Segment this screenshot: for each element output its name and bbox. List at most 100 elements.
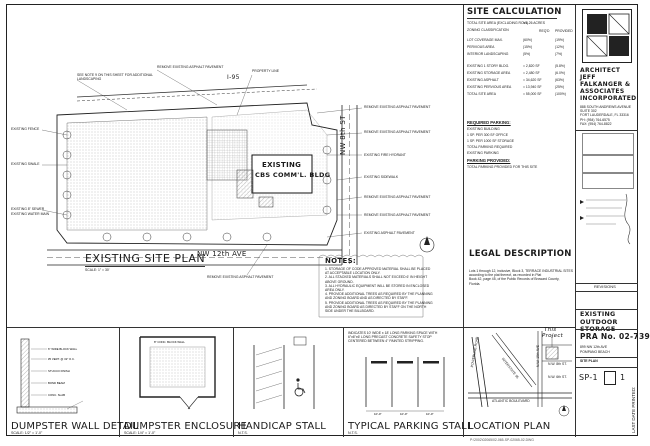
project-site-marker	[545, 346, 559, 360]
note-line: AT ACCEPTABLE LOCATION ONLY.	[325, 271, 381, 276]
site-calc-row: TOTAL SITE AREA= 55,000 SF(100%)	[467, 92, 575, 99]
project-address: 899 NW 12th AVE	[580, 345, 608, 349]
callout-left-2: LANDSCAPING	[77, 77, 102, 81]
site-calc-percent: (5.8%)	[555, 64, 565, 68]
required-parking-row: EXISTING BUILDING	[467, 127, 500, 131]
callout-left-8: PROPERTY LINE	[252, 69, 280, 73]
site-calc-percent: (12%)	[555, 45, 565, 49]
parking-stall-drawing: 10'-0" 10'-0" 10'-0"	[365, 357, 445, 416]
note-line: 5. PROVIDE ADDITIONAL TREES AS REQUIRED …	[325, 300, 433, 305]
legal-line: Lots 1 through 12, inclusive, Block 3, T…	[469, 269, 574, 273]
svg-text:10'-0": 10'-0"	[426, 412, 434, 416]
parking-note: INDICATES 10' WIDE x 18' LONG PARKING SP…	[348, 331, 437, 344]
note-line: 1. STORAGE OF CODE APPROVED MATERIAL SHA…	[325, 267, 431, 271]
callout-left-1: SEE NOTE 9 ON THIS SHEET FOR ADDITIONAL	[77, 73, 153, 77]
site-calc-value: = 13,940 SF	[523, 85, 542, 89]
site-plan-title: EXISTING SITE PLAN	[85, 252, 206, 265]
site-calc-percent: (63%)	[555, 78, 565, 82]
notes-body: 1. STORAGE OF CODE APPROVED MATERIAL SHA…	[325, 267, 433, 313]
site-calc-row: EXISTING STORAGE AREA = 2,480 SF (6.0%)	[467, 71, 575, 78]
address-line: SUITE 302	[580, 109, 597, 114]
site-calc-row: INTERIOR LANDSCAPING (5%) (7%)	[467, 52, 575, 64]
tb-separator	[576, 309, 638, 310]
site-plan-title-underline	[85, 266, 205, 267]
note-line: AND ZONING BOARD AS DIRECTED BY STAFF ON…	[325, 304, 427, 309]
road-nw8th: N.W. 8th ST.	[548, 362, 567, 366]
site-calc-row: EXISTING PERVIOUS AREA= 13,940 SF(25%)	[467, 85, 575, 92]
site-calc-title: SITE CALCULATION	[467, 7, 562, 17]
address-line: FAX: (954) 764-8822	[580, 121, 612, 126]
site-calc-value: = 34,620 SF	[523, 78, 542, 82]
required-parking-title: REQUIRED PARKING:	[467, 120, 511, 125]
site-calculation-panel: SITE CALCULATION REQ'D PROVIDED TOTAL SI…	[467, 7, 573, 247]
callout-right-3: EXISTING FIRE HYDRANT	[364, 153, 406, 157]
handicap-stall-drawing	[253, 336, 315, 409]
detail-handicap-stall: HANDICAP STALL N.T.S.	[234, 327, 343, 437]
svg-text:STUCCO FINISH: STUCCO FINISH	[48, 369, 70, 373]
site-calc-value: (5%)	[523, 52, 531, 56]
svg-text:6" WIDE BLOCK WALL: 6" WIDE BLOCK WALL	[48, 347, 78, 351]
parking-note-line: CENTERED BETWEEN 4" PAINTED STRIPPING.	[348, 339, 424, 344]
tb-separator	[576, 329, 638, 330]
callout-right-5: REMOVE EXISTING ASPHALT PAVEMENT	[364, 195, 431, 199]
tb-separator	[576, 283, 638, 284]
site-calc-percent: (19%)	[555, 38, 565, 42]
note-line: ABOVE GROUND.	[325, 279, 354, 284]
callout-left-6: EXISTING 8" SEWER	[11, 207, 45, 211]
wheelchair-icon	[294, 378, 306, 397]
callout-right-6: REMOVE EXISTING ASPHALT PAVEMENT	[364, 213, 431, 217]
site-calc-row: EXISTING ASPHALT = 34,620 SF (63%)	[467, 78, 575, 85]
site-calc-label: EXISTING 1 STORY BLDG.	[467, 64, 510, 68]
site-calc-rows: TOTAL SITE AREA (EXCLUDING ROW)= 1.26 AC…	[467, 21, 575, 99]
note-line: AND ZONING BOARD AND AS DIRECTED BY STAF…	[325, 296, 409, 301]
svg-text:10'-0": 10'-0"	[400, 412, 408, 416]
svg-text:8" CONC. BLOCK WALL: 8" CONC. BLOCK WALL	[154, 340, 185, 344]
site-calc-row: TOTAL SITE AREA (EXCLUDING ROW)= 1.26 AC…	[467, 21, 575, 28]
required-parking-row: 1 SP. PER 1000 SF STORAGE	[467, 139, 514, 143]
architect-line: JEFF	[580, 74, 596, 81]
svg-text:10'-0": 10'-0"	[374, 412, 382, 416]
callout-left-3: REMOVE EXISTING ASPHALT PAVEMENT	[157, 65, 224, 69]
site-calc-value: = 2,480 SF	[523, 71, 540, 75]
detail-title: DUMPSTER WALL DETAIL	[11, 421, 139, 432]
legal-title: LEGAL DESCRIPTION	[469, 249, 572, 259]
divider-details	[7, 327, 575, 328]
site-calc-label: EXISTING STORAGE AREA	[467, 71, 511, 75]
svg-text:#5 VERT. @ 32" O.C.: #5 VERT. @ 32" O.C.	[48, 357, 75, 361]
project-title: EXISTING OUTDOOR STORAGE	[580, 311, 618, 333]
site-calc-label: INTERIOR LANDSCAPING	[467, 52, 509, 56]
callout-left-5: EXISTING SWALE	[11, 162, 40, 166]
detail-title: TYPICAL PARKING STALL	[348, 421, 473, 432]
architect-logo	[582, 9, 632, 63]
site-calc-value: (60%)	[523, 38, 533, 42]
legal-line: Book 42, page 45, of the Public Records …	[469, 277, 560, 282]
callout-left-4: EXISTING FENCE	[11, 127, 40, 131]
site-calc-percent: (100%)	[555, 92, 566, 96]
building-label-line2: CBS COMM'L. BLDG	[255, 171, 331, 179]
site-calc-value: (15%)	[523, 45, 533, 49]
site-calc-percent: (7%)	[555, 52, 563, 56]
dumpster-enclosure-drawing: 8" CONC. BLOCK WALL	[139, 336, 216, 410]
parking-provided-row: TOTAL PARKING PROVIDED FOR THIS SITE	[467, 165, 538, 169]
site-calc-label: EXISTING ASPHALT	[467, 78, 499, 82]
legal-line: according to the plat thereof, as record…	[469, 273, 542, 278]
this-project-label-1: This	[544, 327, 557, 333]
site-calc-value: = 2,820 SF	[523, 64, 540, 68]
divider-calc	[463, 5, 464, 327]
detail-scale: SCALE: 1/2" = 1'-0"	[11, 431, 43, 435]
address-line: PH: (954) 764-6575	[580, 117, 610, 122]
site-calc-percent: (6.0%)	[555, 71, 565, 75]
sheet-of-box	[604, 371, 616, 385]
callout-right-8: REMOVE EXISTING ASPHALT PAVEMENT	[207, 275, 274, 279]
project-city: POMPANO BEACH	[580, 350, 610, 354]
seal-area	[582, 155, 634, 173]
architect-line: ARCHITECT	[580, 67, 621, 74]
road-label-i95: I-95	[227, 74, 240, 81]
site-calc-label: TOTAL SITE AREA (EXCLUDING ROW)	[467, 21, 528, 25]
location-plan-map	[468, 331, 572, 417]
architect-line: ASSOCIATES	[580, 88, 625, 95]
site-plan-drawing	[41, 69, 435, 318]
note-line: 3. ALL HYDRAULIC EQUIPMENT WILL BE STORE…	[325, 283, 430, 288]
tb-separator	[576, 367, 638, 368]
divider-detail	[343, 327, 344, 437]
